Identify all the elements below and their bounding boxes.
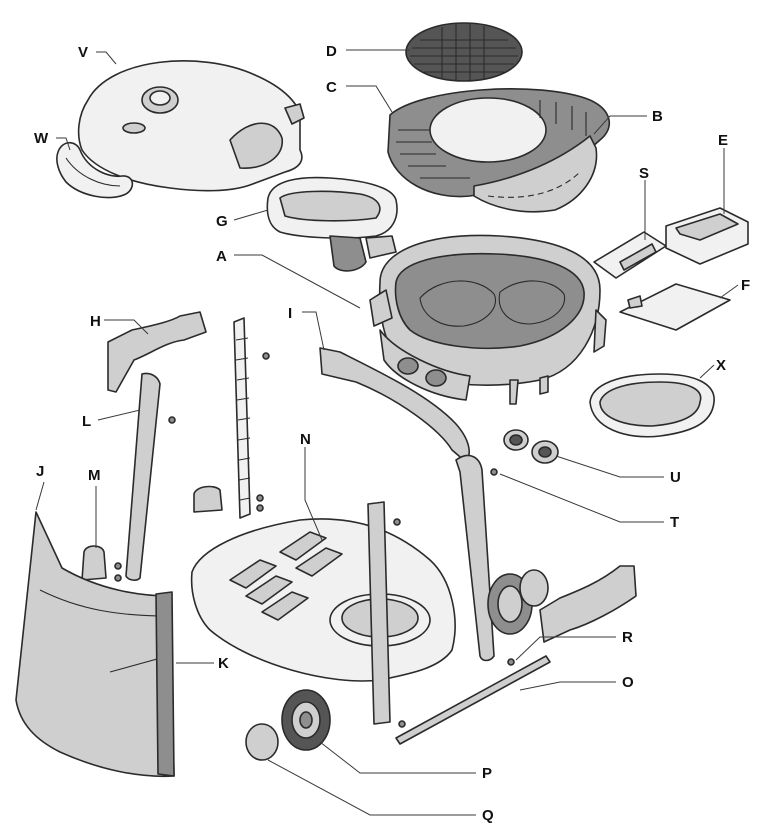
label-u: U	[670, 469, 681, 486]
part-s-deflector	[593, 231, 667, 279]
part-m-foot-cap	[81, 545, 107, 581]
label-n: N	[300, 431, 311, 448]
part-v-lid	[77, 60, 305, 192]
part-p-wheel	[281, 689, 331, 751]
label-b: B	[652, 108, 663, 125]
label-p: P	[482, 765, 492, 782]
part-u-hubs	[503, 429, 559, 464]
label-e: E	[718, 132, 728, 149]
leader-lines	[35, 49, 739, 816]
part-w-handle	[56, 141, 134, 199]
part-leg-cap	[193, 485, 223, 513]
part-a-firebox	[369, 234, 607, 405]
part-g-side-shelf	[266, 176, 398, 272]
label-w: W	[34, 130, 49, 147]
part-b-grate-insert	[473, 135, 598, 213]
part-c-main-grate	[387, 88, 611, 198]
part-q-hubcap	[245, 723, 279, 761]
label-t: T	[670, 514, 679, 531]
label-q: Q	[482, 807, 494, 824]
callout-labels: D C B E S F X V W G A H I L N J M U T K …	[34, 43, 750, 824]
part-f-pan-liner	[619, 283, 731, 331]
label-c: C	[326, 79, 337, 96]
label-f: F	[741, 277, 750, 294]
part-e-drip-tray	[665, 207, 749, 265]
part-i-rear-leg	[319, 347, 470, 463]
label-h: H	[90, 313, 101, 330]
label-r: R	[622, 629, 633, 646]
part-l-front-leg	[125, 372, 161, 581]
label-j: J	[36, 463, 44, 480]
label-l: L	[82, 413, 91, 430]
label-k: K	[218, 655, 229, 672]
label-a: A	[216, 248, 227, 265]
label-i: I	[288, 305, 292, 322]
part-rail-column	[233, 317, 251, 519]
part-o-axle	[395, 655, 551, 745]
part-h-leg-bracket	[107, 311, 207, 393]
label-d: D	[326, 43, 337, 60]
label-g: G	[216, 213, 228, 230]
part-r-screw	[507, 658, 515, 666]
part-rear-wheel	[487, 569, 549, 635]
label-s: S	[639, 165, 649, 182]
label-v: V	[78, 44, 88, 61]
part-center-post	[367, 501, 391, 725]
part-n-base-shelf	[190, 518, 456, 682]
label-m: M	[88, 467, 101, 484]
part-x-side-table	[589, 373, 715, 438]
label-x: X	[716, 357, 726, 374]
part-right-leg	[455, 454, 495, 662]
part-k-panel-edge	[155, 591, 175, 777]
part-right-bracket	[539, 565, 637, 643]
label-o: O	[622, 674, 634, 691]
loose-screws	[114, 352, 498, 728]
part-d-round-grate	[405, 22, 523, 82]
